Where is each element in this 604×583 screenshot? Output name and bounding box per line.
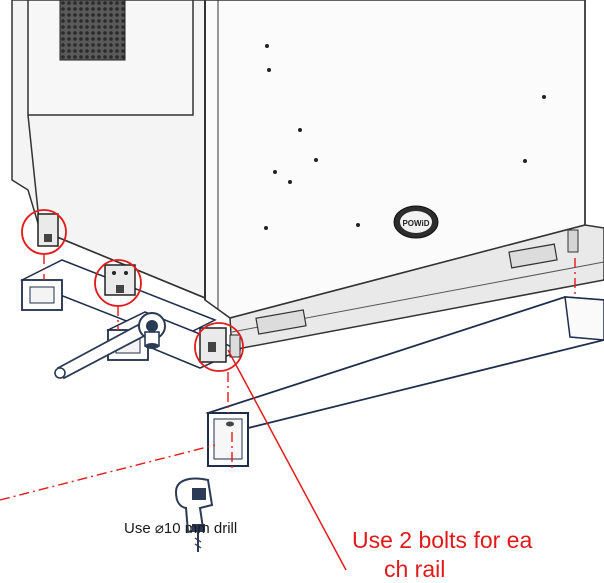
callout-leader: [227, 349, 347, 571]
diagram-canvas: POWiD: [0, 0, 604, 571]
brand-badge-text: POWiD: [402, 219, 429, 228]
bolts-note: Use 2 bolts for ea: [352, 527, 533, 553]
foot-bracket-rear-middle: [104, 264, 136, 296]
foot-bracket-front: [199, 327, 241, 363]
bolt-hole-callout-icon: [194, 322, 244, 372]
rear-cabinet: [11, 0, 211, 302]
foot-bracket-rear-left: [37, 213, 59, 247]
power-drill-icon: [174, 477, 214, 552]
alignment-guides: [0, 254, 576, 501]
fan-grille: [59, 0, 126, 61]
front-beam: [205, 296, 604, 467]
brand-badge: POWiD: [393, 205, 439, 239]
drill-size-note: Use ⌀10 mm drill: [124, 520, 238, 537]
ratchet-wrench-icon: [54, 312, 166, 380]
